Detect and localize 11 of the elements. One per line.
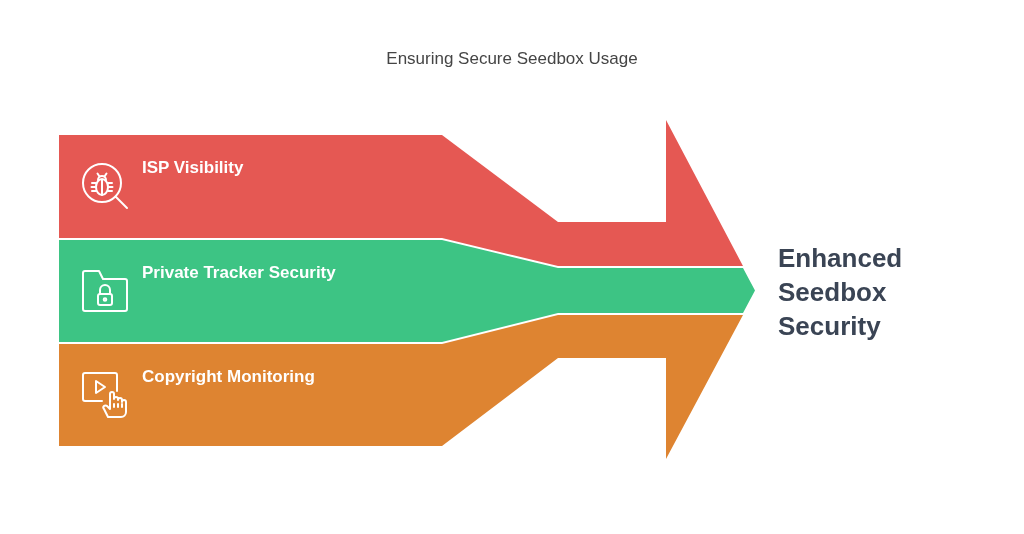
- outcome-text: Enhanced Seedbox Security: [778, 241, 928, 343]
- input-band: [59, 240, 442, 342]
- band-arrow: [442, 315, 743, 459]
- input-band: [59, 344, 442, 446]
- band-arrow: [442, 240, 755, 342]
- band-label: ISP Visibility: [142, 158, 244, 178]
- band-arrow: [442, 120, 743, 266]
- band-label: Copyright Monitoring: [142, 367, 315, 387]
- diagram-title: Ensuring Secure Seedbox Usage: [386, 48, 638, 70]
- input-band: [59, 135, 442, 238]
- band-label: Private Tracker Security: [142, 263, 336, 283]
